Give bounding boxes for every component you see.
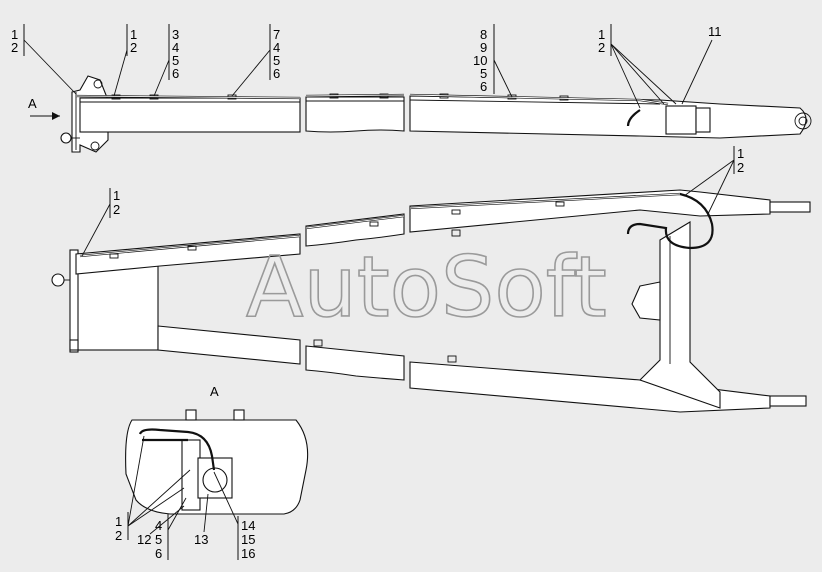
- top-boom-section-3: [409, 95, 807, 139]
- callout-top-c3-2: 4: [172, 40, 179, 55]
- callout-top-c6-1: 1: [598, 27, 605, 42]
- top-boom-end-eye: [794, 112, 812, 130]
- callout-top-c7-1: 11: [708, 24, 722, 39]
- callout-mid-left-2: 2: [113, 202, 120, 217]
- callout-top-c4-4: 6: [273, 66, 280, 81]
- callout-top-c5-3: 10: [473, 53, 487, 68]
- side-stand: [638, 221, 721, 409]
- side-boom-tip: [769, 201, 811, 213]
- side-boom-lower-2: [305, 345, 405, 381]
- callout-top-c2-2: 2: [130, 40, 137, 55]
- view-label-arrow-a: A: [28, 96, 37, 111]
- callout-det-b-3: 6: [155, 546, 162, 561]
- top-valve-block: [665, 105, 697, 135]
- callout-top-c1-1: 1: [11, 27, 18, 42]
- callout-det-e-3: 16: [241, 546, 255, 561]
- callout-top-c3-3: 5: [172, 53, 179, 68]
- callout-det-b-1: 4: [155, 518, 162, 533]
- side-stand-handle: [631, 281, 661, 321]
- detail-hose: [138, 428, 216, 471]
- side-boom-lower-1: [157, 325, 301, 365]
- callout-det-a-1: 1: [115, 514, 122, 529]
- callout-top-c3-4: 6: [172, 66, 179, 81]
- callout-det-e-1: 14: [241, 518, 255, 533]
- top-knob: [60, 132, 72, 144]
- callout-top-c1-2: 2: [11, 40, 18, 55]
- callout-top-c2-1: 1: [130, 27, 137, 42]
- top-boom-section-2: [305, 96, 405, 133]
- view-label-detail-a: A: [210, 384, 219, 399]
- side-boom-view: 1 2 1 2: [51, 146, 811, 413]
- callout-top-c4-3: 5: [273, 53, 280, 68]
- top-callouts: 1 2 1 2 3 4 5 6 7 4 5 6 8 9 10 5 6 1 2 1…: [11, 24, 722, 109]
- callout-top-c6-2: 2: [598, 40, 605, 55]
- top-bracket-hole-lower: [90, 141, 100, 151]
- top-bracket-hole-upper: [93, 79, 103, 89]
- top-boom-view: A: [28, 75, 812, 153]
- side-knob: [51, 273, 65, 287]
- callout-mid-right-2: 2: [737, 160, 744, 175]
- callout-top-c3-1: 3: [172, 27, 179, 42]
- callout-det-a-2: 2: [115, 528, 122, 543]
- callout-det-e-2: 15: [241, 532, 255, 547]
- callout-top-c5-1: 8: [480, 27, 487, 42]
- callout-mid-left-1: 1: [113, 188, 120, 203]
- watermark: AutoSoft: [246, 238, 607, 336]
- callout-det-b-2: 5: [155, 532, 162, 547]
- callout-top-c5-2: 9: [480, 40, 487, 55]
- detail-filter: [202, 467, 228, 493]
- side-boom-upper-1: [75, 233, 301, 275]
- side-boom-upper-2: [305, 213, 405, 247]
- callout-det-d-1: 13: [194, 532, 208, 547]
- side-boom-upper-3: [409, 189, 771, 233]
- callout-top-c5-4: 5: [480, 66, 487, 81]
- detail-view-a: A 1 2 4 5 6 12 13 14 15 16: [115, 384, 309, 561]
- callout-top-c4-1: 7: [273, 27, 280, 42]
- callout-top-c4-2: 4: [273, 40, 280, 55]
- side-boom-lower-tip: [769, 395, 807, 407]
- callout-mid-right-1: 1: [737, 146, 744, 161]
- callout-det-c-1: 12: [137, 532, 151, 547]
- callout-top-c5-5: 6: [480, 79, 487, 94]
- top-boom-section-1: [79, 97, 301, 133]
